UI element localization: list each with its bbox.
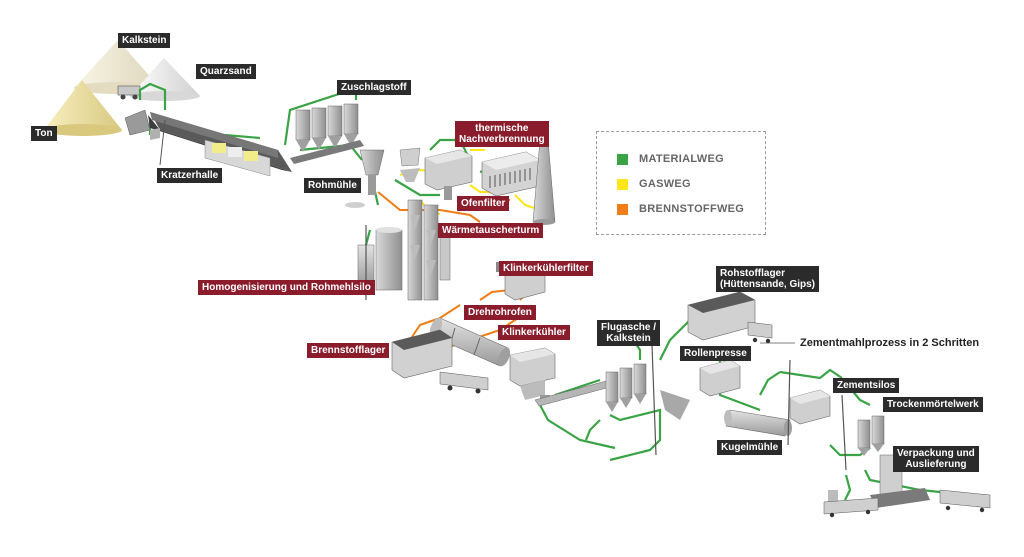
label-drehrohrofen: Drehrohrofen	[464, 305, 536, 320]
flugasche-silos	[605, 344, 690, 456]
ton-pile	[44, 80, 122, 136]
label-quarzsand: Quarzsand	[196, 64, 256, 79]
label-klinkerkuehler: Klinkerkühler	[498, 325, 570, 340]
label-flugasche: Flugasche / Kalkstein	[597, 320, 661, 346]
rohstofflager	[687, 291, 773, 344]
legend-swatch-gas	[617, 179, 628, 190]
label-homogenisierung: Homogenisierung und Rohmehlsilo	[198, 280, 375, 295]
rohmuehle	[345, 147, 421, 208]
label-zementmahlprozess: Zementmahlprozess in 2 Schritten	[800, 337, 980, 349]
label-trockenmoertelwerk: Trockenmörtelwerk	[883, 397, 983, 412]
legend: MATERIALWEG GASWEG BRENNSTOFFWEG	[596, 131, 766, 235]
label-kalkstein: Kalkstein	[118, 33, 171, 48]
label-thermische-line1: thermische	[475, 123, 529, 134]
label-thermische-line2: Nachverbrennung	[459, 134, 545, 145]
label-ton: Ton	[31, 126, 57, 141]
zementsilos	[841, 394, 885, 471]
label-waermetauscherturm: Wärmetauscherturm	[438, 223, 544, 238]
label-verpackung: Verpackung und Auslieferung	[893, 446, 979, 472]
label-verpackung-line1: Verpackung und	[897, 448, 975, 459]
homogenisierung-silo	[357, 225, 403, 300]
loader-truck	[117, 85, 141, 100]
legend-swatch-fuel	[617, 204, 628, 215]
chimney	[532, 139, 556, 225]
legend-label-fuel: BRENNSTOFFWEG	[639, 203, 745, 215]
legend-label-gas: GASWEG	[639, 178, 691, 190]
label-ofenfilter: Ofenfilter	[457, 196, 510, 211]
label-kratzerhalle: Kratzerhalle	[157, 168, 223, 183]
thermische-nachverbrennung	[481, 151, 541, 197]
label-rohstofflager-line1: Rohstofflager	[720, 268, 785, 279]
label-rollenpresse: Rollenpresse	[680, 346, 751, 361]
verpackung	[823, 454, 991, 518]
label-rohstofflager: Rohstofflager (Hüttensande, Gips)	[716, 266, 820, 292]
label-thermische-nachverbrennung: thermische Nachverbrennung	[455, 121, 549, 147]
ofenfilter	[424, 149, 473, 200]
kugelmuehle	[724, 359, 792, 446]
label-zementsilos: Zementsilos	[833, 378, 900, 393]
label-rohmuehle: Rohmühle	[304, 178, 361, 193]
zementmuehle-filter	[789, 389, 831, 425]
label-verpackung-line2: Auslieferung	[905, 459, 967, 470]
label-flugasche-line1: Flugasche /	[601, 322, 657, 333]
label-kugelmuehle: Kugelmühle	[717, 440, 783, 455]
rollenpresse	[699, 359, 741, 397]
legend-label-material: MATERIALWEG	[639, 153, 724, 165]
label-rohstofflager-line2: (Hüttensande, Gips)	[720, 279, 816, 290]
klinkerkuehler	[509, 347, 556, 403]
label-klinkerkuehlerfilter: Klinkerkühlerfilter	[499, 261, 593, 276]
label-zuschlagstoff: Zuschlagstoff	[337, 80, 411, 95]
brennstofflager	[391, 329, 489, 394]
clinker-conveyor	[534, 379, 615, 407]
zuschlagstoff-silos	[290, 103, 364, 164]
label-brennstofflager: Brennstofflager	[307, 343, 390, 358]
kratzerhalle-building	[124, 109, 292, 177]
legend-swatch-material	[617, 154, 628, 165]
label-flugasche-line2: Kalkstein	[606, 333, 651, 344]
waermetauscherturm	[407, 199, 451, 301]
